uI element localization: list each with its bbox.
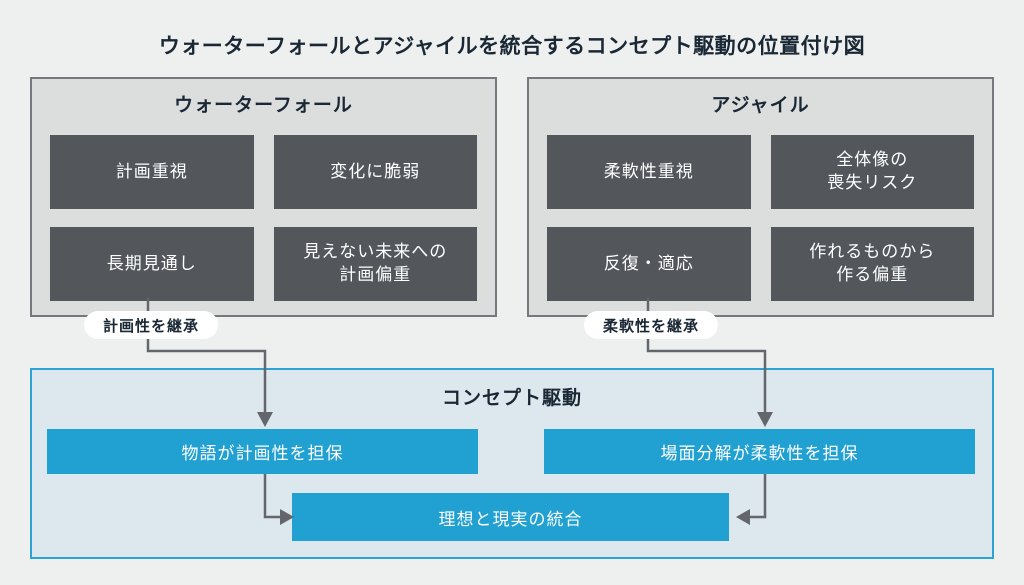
concept-driven-title: コンセプト駆動: [441, 388, 582, 409]
diagram-title: ウォーターフォールとアジャイルを統合するコンセプト駆動の位置付け図: [158, 35, 866, 58]
waterfall-cell-plan-bias: 見えない未来への 計画偏重: [273, 227, 477, 301]
agile-cell-flexibility-focus: 柔軟性重視: [547, 135, 751, 209]
agile-panel: アジャイル 柔軟性重視 全体像の 喪失リスク 反復・適応 作れるものから 作る偏…: [527, 77, 994, 317]
waterfall-cell-fragile-to-change: 変化に脆弱: [273, 135, 477, 209]
agile-panel-title: アジャイル: [711, 95, 810, 116]
ideal-reality-integration-box: 理想と現実の統合: [292, 493, 729, 541]
waterfall-panel-title: ウォーターフォール: [174, 95, 353, 116]
scene-decomposition-ensures-flexibility-box: 場面分解が柔軟性を担保: [544, 429, 975, 474]
story-ensures-planning-box: 物語が計画性を担保: [47, 429, 478, 474]
waterfall-cell-grid: 計画重視 変化に脆弱 長期見通し 見えない未来への 計画偏重: [50, 135, 477, 301]
waterfall-cell-long-term-outlook: 長期見通し: [50, 227, 254, 301]
waterfall-cell-plan-focus: 計画重視: [50, 135, 254, 209]
inherit-flexibility-pill: 柔軟性を継承: [584, 311, 718, 339]
agile-cell-grid: 柔軟性重視 全体像の 喪失リスク 反復・適応 作れるものから 作る偏重: [547, 135, 974, 301]
agile-cell-big-picture-loss-risk: 全体像の 喪失リスク: [770, 135, 974, 209]
agile-cell-iterate-adapt: 反復・適応: [547, 227, 751, 301]
inherit-planning-pill: 計画性を継承: [84, 311, 218, 339]
waterfall-panel: ウォーターフォール 計画重視 変化に脆弱 長期見通し 見えない未来への 計画偏重: [30, 77, 497, 317]
agile-cell-build-what-you-can-bias: 作れるものから 作る偏重: [770, 227, 974, 301]
